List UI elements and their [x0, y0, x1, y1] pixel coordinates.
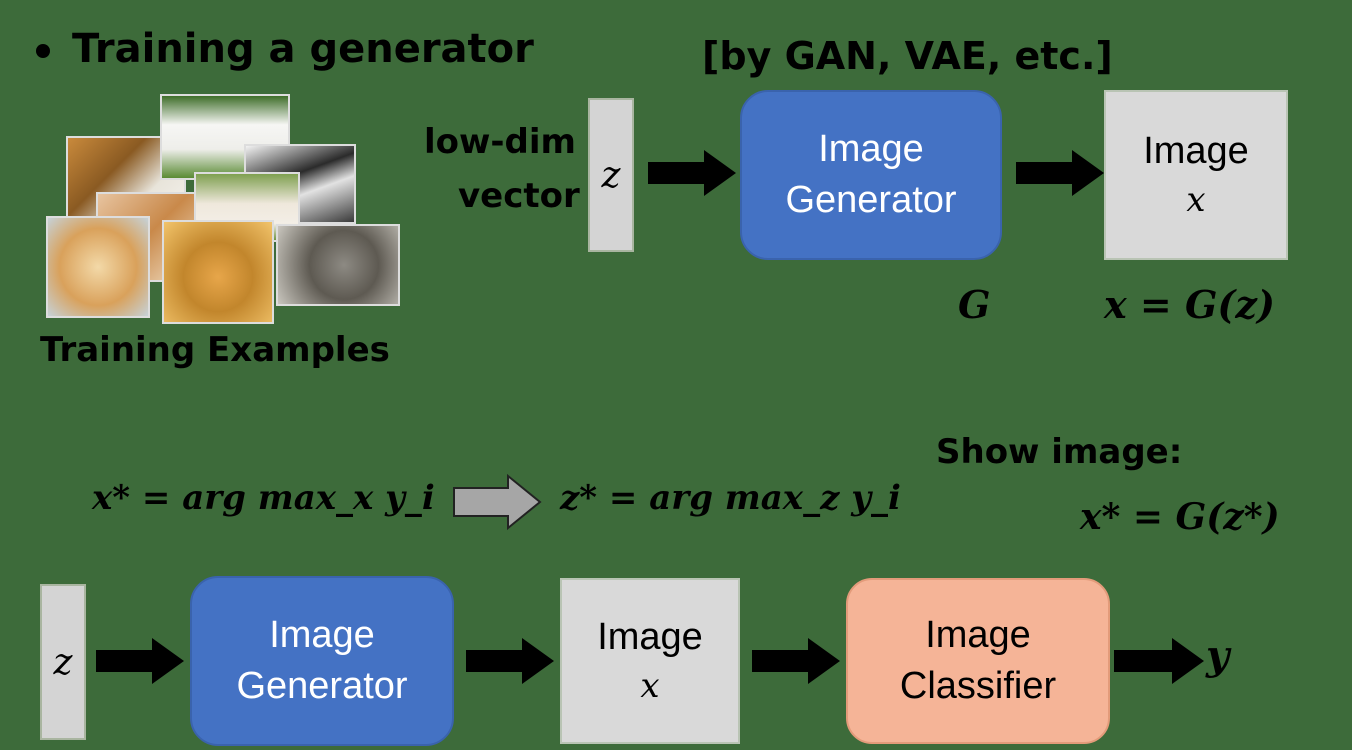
method-note: [by GAN, VAE, etc.] [702, 34, 1113, 78]
vector-label-line2: vector [458, 176, 580, 216]
image-var-x: x [1186, 179, 1206, 220]
doge-photo [46, 216, 150, 318]
generated-image-box: Image x [1104, 90, 1288, 260]
image-line1: Image [1143, 130, 1249, 173]
generator-line1: Image [818, 127, 924, 170]
formula-argmax-z: z* = arg max_z y_i [560, 478, 901, 518]
vector-label-line1: low-dim [424, 122, 576, 162]
arrow-bottom-z-to-generator [96, 638, 184, 684]
generator-symbol-g: G [958, 282, 991, 327]
generator-line2: Generator [785, 179, 957, 221]
arrow-image-to-classifier [752, 638, 840, 684]
classifier-line2: Classifier [899, 665, 1057, 707]
bottom-generator-line2: Generator [236, 665, 408, 707]
classifier-output-y: y [1206, 632, 1230, 679]
bottom-latent-z-label: z [53, 641, 73, 683]
bottom-image-generator-box: Image Generator [190, 576, 454, 746]
bottom-generator-line1: Image [269, 613, 375, 656]
classifier-line1: Image [925, 613, 1031, 656]
generator-equation: x = G(z) [1104, 282, 1275, 327]
formula-argmax-x: x* = arg max_x y_i [92, 478, 435, 518]
arrow-z-to-generator [648, 150, 736, 196]
image-classifier-box: Image Classifier [846, 578, 1110, 744]
latent-vector-z: z [588, 98, 634, 252]
slide-title: Training a generator [72, 26, 534, 72]
show-image-label: Show image: [936, 432, 1183, 472]
arrow-generator-to-image [1016, 150, 1104, 196]
bullet-dot [36, 44, 50, 58]
wolf-photo [276, 224, 400, 306]
latent-z-label: z [601, 154, 621, 196]
bottom-image-var-x: x [640, 665, 660, 706]
bottom-image-line1: Image [597, 616, 703, 659]
training-examples-collage [44, 92, 404, 332]
bottom-latent-vector-z: z [40, 584, 86, 740]
show-image-formula: x* = G(z*) [1080, 496, 1280, 538]
training-examples-label: Training Examples [40, 330, 390, 370]
gray-arrow [453, 473, 542, 531]
image-generator-box: Image Generator [740, 90, 1002, 260]
kitten-photo [162, 220, 274, 324]
bottom-image-box: Image x [560, 578, 740, 744]
arrow-bottom-generator-to-image [466, 638, 554, 684]
arrow-classifier-to-output [1114, 638, 1204, 684]
